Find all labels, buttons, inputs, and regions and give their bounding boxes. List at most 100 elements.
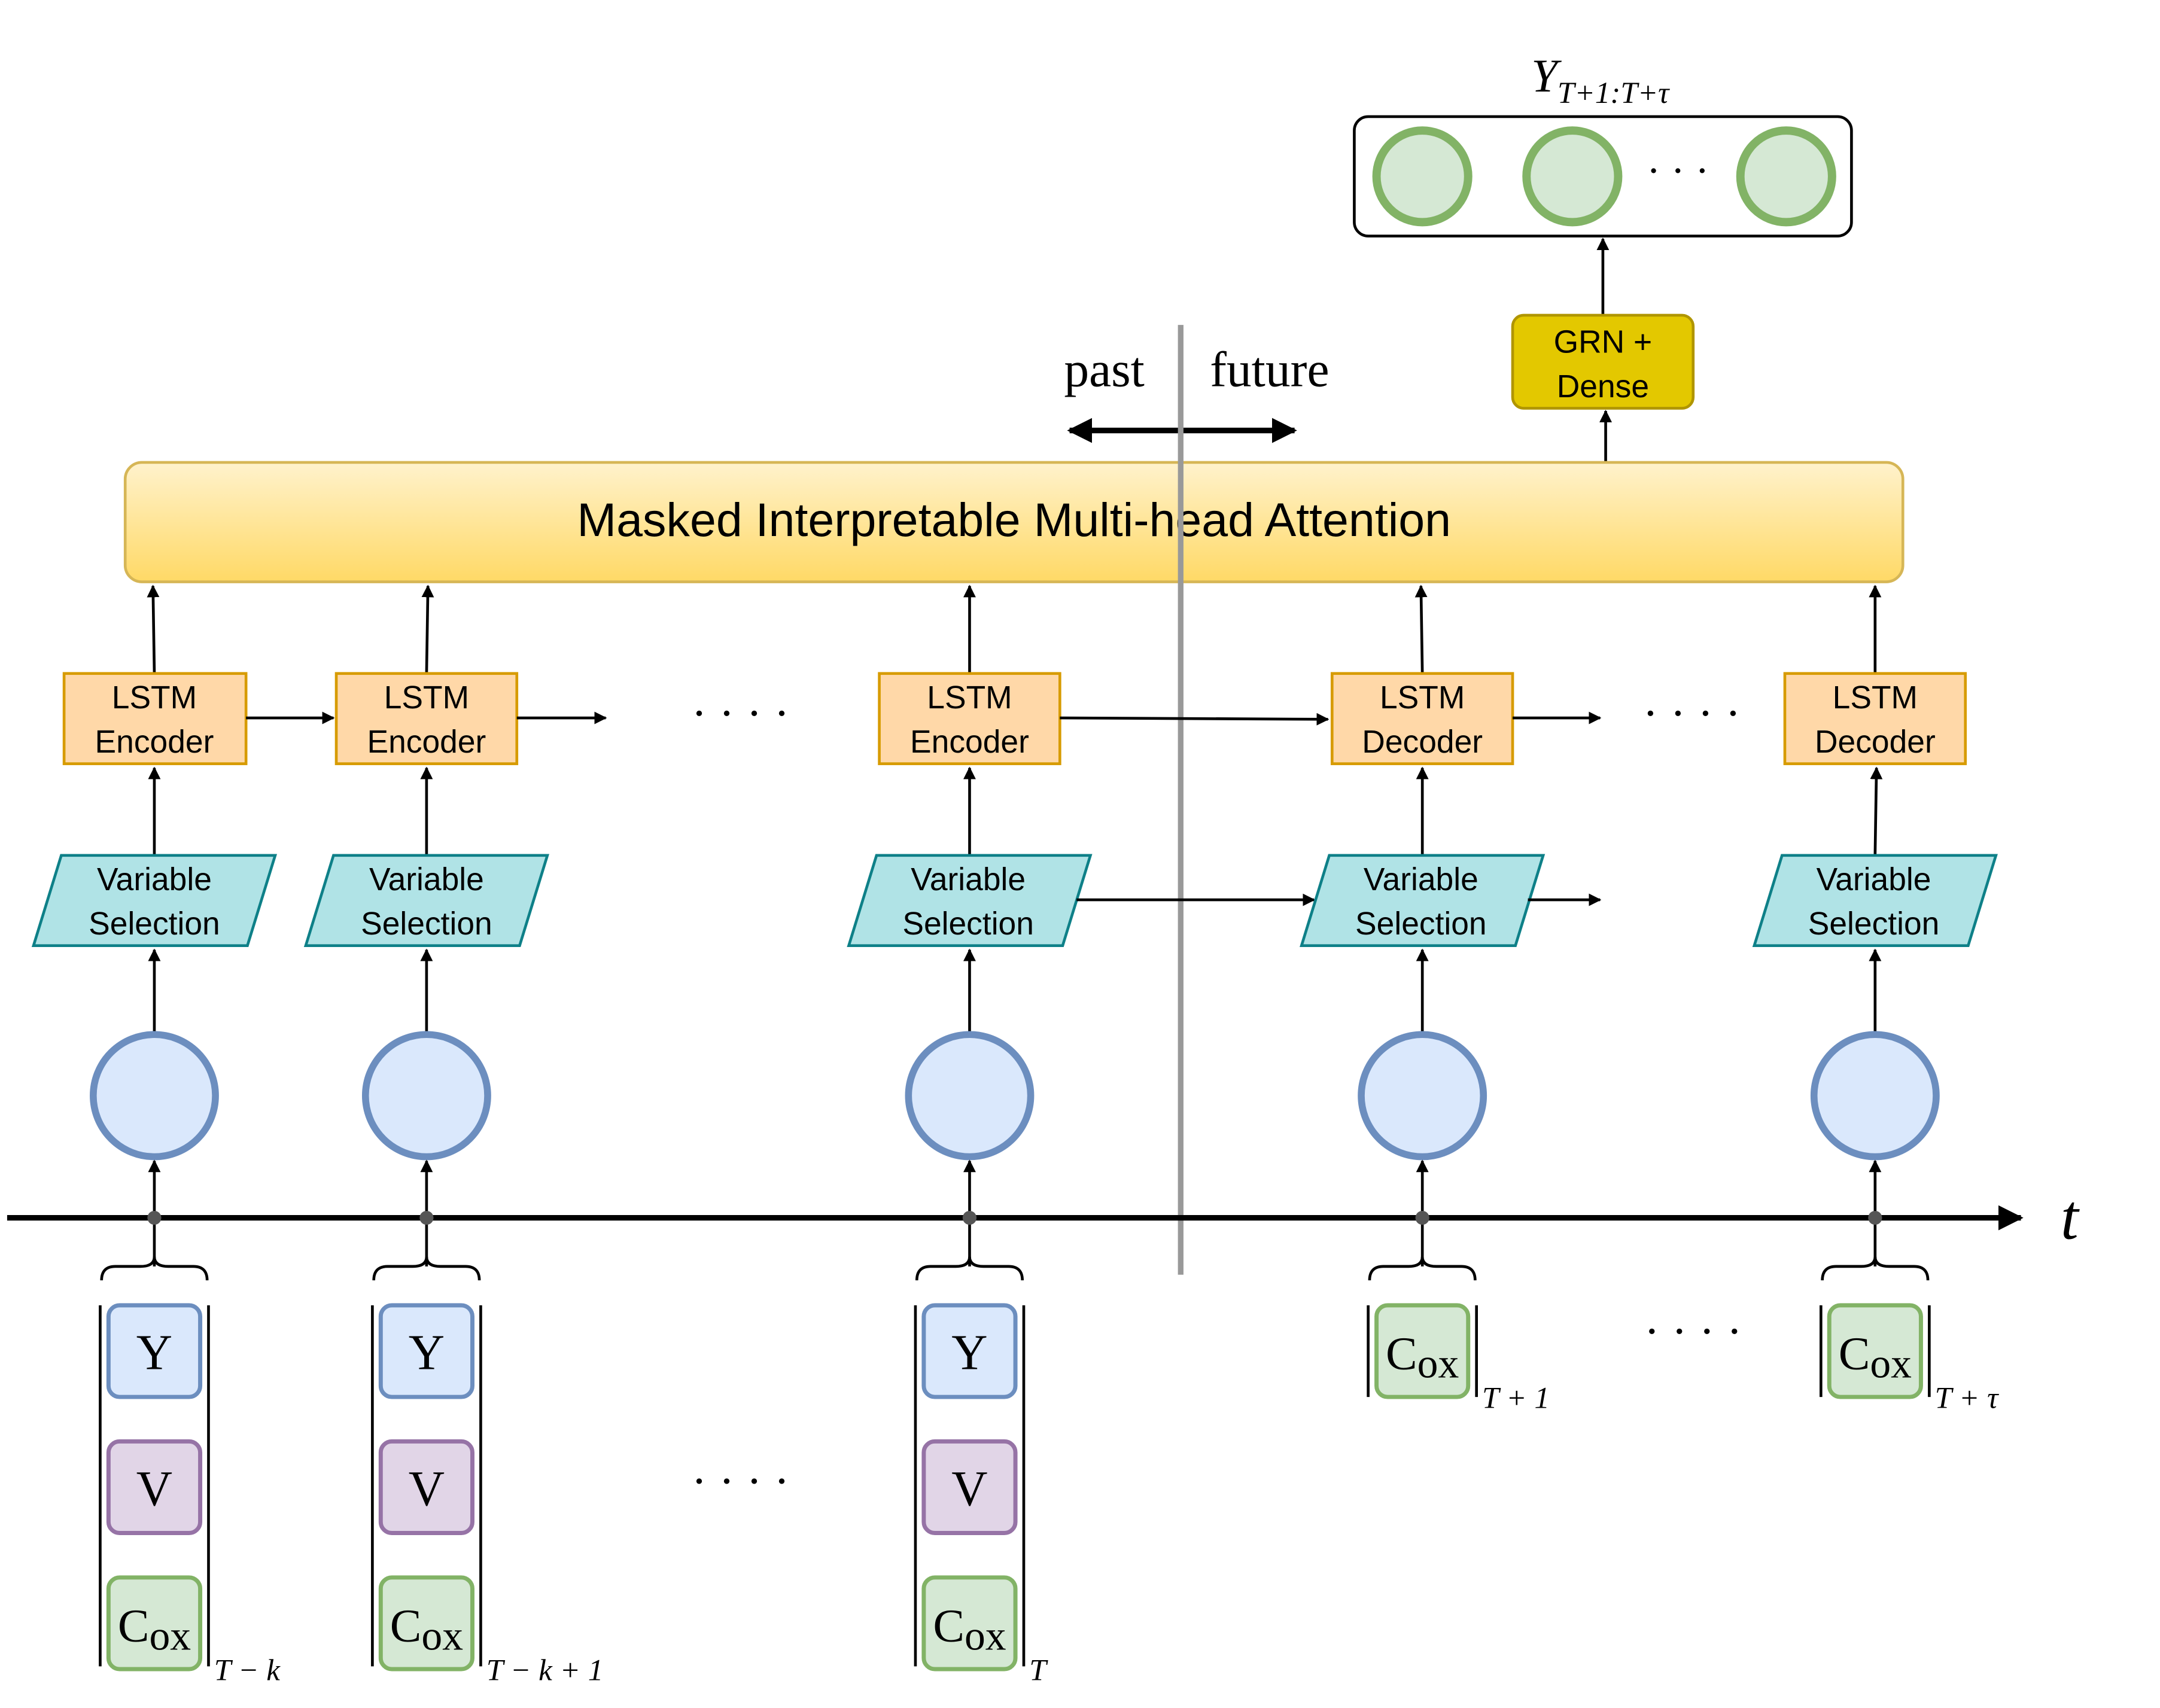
input-embedding-node [90, 1031, 219, 1161]
covariate-v-box [106, 1439, 203, 1536]
covariate-cox-box [1827, 1303, 1923, 1399]
time-axis-label: t [2061, 1182, 2080, 1253]
axis-tick-dot [962, 1211, 977, 1225]
lstm-label-line1: LSTM [1833, 680, 1918, 716]
vs-label-line2: Selection [1808, 906, 1940, 942]
attention-block: Masked Interpretable Multi-head Attentio… [123, 461, 1905, 583]
covariate-v-box [921, 1439, 1018, 1536]
time-split: past future [1064, 342, 1330, 443]
lstm-to-attention-arrow [147, 584, 160, 674]
vs-label-line2: Selection [1355, 906, 1487, 942]
lstm-decoder-box [1783, 672, 1967, 765]
output-node [1522, 126, 1623, 227]
covariate-cox-label: Cox [1386, 1328, 1459, 1387]
covariate-cox-box [921, 1575, 1018, 1672]
future-input-ellipsis: · · · · [1644, 1306, 1742, 1358]
output-block: YT+1:T+τ · · · [1353, 50, 1853, 238]
timestep-subscript: T − k + 1 [486, 1654, 604, 1688]
lstm-to-attention-arrow [421, 584, 434, 674]
lstm-label-line2: Encoder [367, 724, 486, 760]
lstm-label-line1: LSTM [384, 680, 469, 716]
vs-label-line1: Variable [1817, 862, 1931, 897]
timestep-column-t-plus-tau: LSTM Decoder Variable Selection Cox T + … [1752, 584, 1999, 1415]
lstm-label-line1: LSTM [112, 680, 197, 716]
lstm-to-attention-arrow [1414, 584, 1428, 674]
target-y-box [921, 1303, 1018, 1399]
timestep-column-t: LSTM Encoder Variable Selection Y V Cox … [847, 584, 1330, 1688]
attention-box [123, 461, 1905, 583]
lstm-label-line2: Encoder [910, 724, 1029, 760]
covariate-cox-box [1374, 1303, 1471, 1399]
input-brace [372, 1256, 481, 1281]
covariate-cox-label: Cox [933, 1600, 1006, 1660]
time-axis: t [7, 1182, 2080, 1253]
timestep-column-t-plus-1: LSTM Decoder Variable Selection Cox T + … [1300, 584, 1602, 1415]
axis-tick-dot [419, 1211, 434, 1225]
target-y-box [106, 1303, 203, 1399]
covariate-cox-label: Cox [390, 1600, 463, 1660]
timestep-subscript: T [1029, 1654, 1048, 1688]
covariate-cox-label: Cox [118, 1600, 191, 1660]
variable-selection-box [31, 854, 278, 948]
vs-label-line2: Selection [902, 906, 1034, 942]
lstm-encoder-box [62, 672, 248, 765]
output-ellipsis: · · · [1647, 148, 1709, 194]
axis-tick-dot [1415, 1211, 1429, 1225]
encoder-ellipsis: · · · · [691, 688, 789, 740]
output-node [1372, 126, 1473, 227]
grn-dense-box [1511, 313, 1695, 410]
attention-label: Masked Interpretable Multi-head Attentio… [577, 494, 1451, 546]
lstm-label-line2: Encoder [95, 724, 214, 760]
future-label: future [1210, 342, 1330, 397]
timestep-column-t-minus-k-plus-1: LSTM Encoder Variable Selection Y V Cox … [303, 584, 607, 1688]
input-ellipsis: · · · · [691, 1456, 789, 1508]
output-node [1736, 126, 1836, 227]
past-label: past [1064, 342, 1145, 397]
variable-selection-box [1300, 854, 1546, 948]
lstm-encoder-box [334, 672, 519, 765]
covariate-v-box [378, 1439, 474, 1536]
axis-tick-dot [147, 1211, 162, 1225]
lstm-decoder-box [1330, 672, 1514, 765]
vs-label-line1: Variable [1364, 862, 1478, 897]
input-embedding-node [361, 1031, 491, 1161]
timestep-subscript: T + τ [1935, 1381, 1999, 1415]
output-label: YT+1:T+τ [1531, 50, 1670, 110]
vs-label-line1: Variable [369, 862, 484, 897]
input-brace [1821, 1256, 1930, 1281]
covariate-v-label: V [409, 1462, 445, 1517]
decoder-ellipsis: · · · · [1642, 688, 1741, 740]
input-embedding-node [1810, 1031, 1940, 1161]
covariate-cox-box [378, 1575, 474, 1672]
variable-selection-box [303, 854, 549, 948]
variable-selection-box [847, 854, 1093, 948]
input-brace [100, 1256, 209, 1281]
timestep-subscript: T + 1 [1482, 1381, 1550, 1415]
input-brace [1368, 1256, 1477, 1281]
grn-label-line2: Dense [1557, 369, 1649, 404]
vs-label-line2: Selection [89, 906, 220, 942]
lstm-state-arrow [1060, 713, 1330, 726]
covariate-v-label: V [136, 1462, 172, 1517]
target-y-label: Y [951, 1326, 987, 1381]
vs-to-lstm-arrow [1870, 766, 1883, 854]
vs-label-line1: Variable [911, 862, 1026, 897]
timestep-column-t-minus-k: LSTM Encoder Variable Selection Y V Cox … [31, 584, 335, 1688]
covariate-cox-box [106, 1575, 203, 1672]
lstm-label-line1: LSTM [927, 680, 1012, 716]
covariate-cox-label: Cox [1839, 1328, 1912, 1387]
target-y-label: Y [409, 1326, 445, 1381]
covariate-v-label: V [951, 1462, 987, 1517]
input-embedding-node [1358, 1031, 1487, 1161]
target-y-box [378, 1303, 474, 1399]
lstm-label-line2: Decoder [1815, 724, 1936, 760]
target-y-label: Y [136, 1326, 172, 1381]
variable-selection-box [1752, 854, 1998, 948]
lstm-encoder-box [878, 672, 1061, 765]
input-embedding-node [905, 1031, 1035, 1161]
axis-tick-dot [1868, 1211, 1882, 1225]
lstm-label-line2: Decoder [1362, 724, 1483, 760]
grn-dense-block: GRN + Dense [1511, 238, 1695, 462]
grn-label-line1: GRN + [1554, 325, 1653, 360]
